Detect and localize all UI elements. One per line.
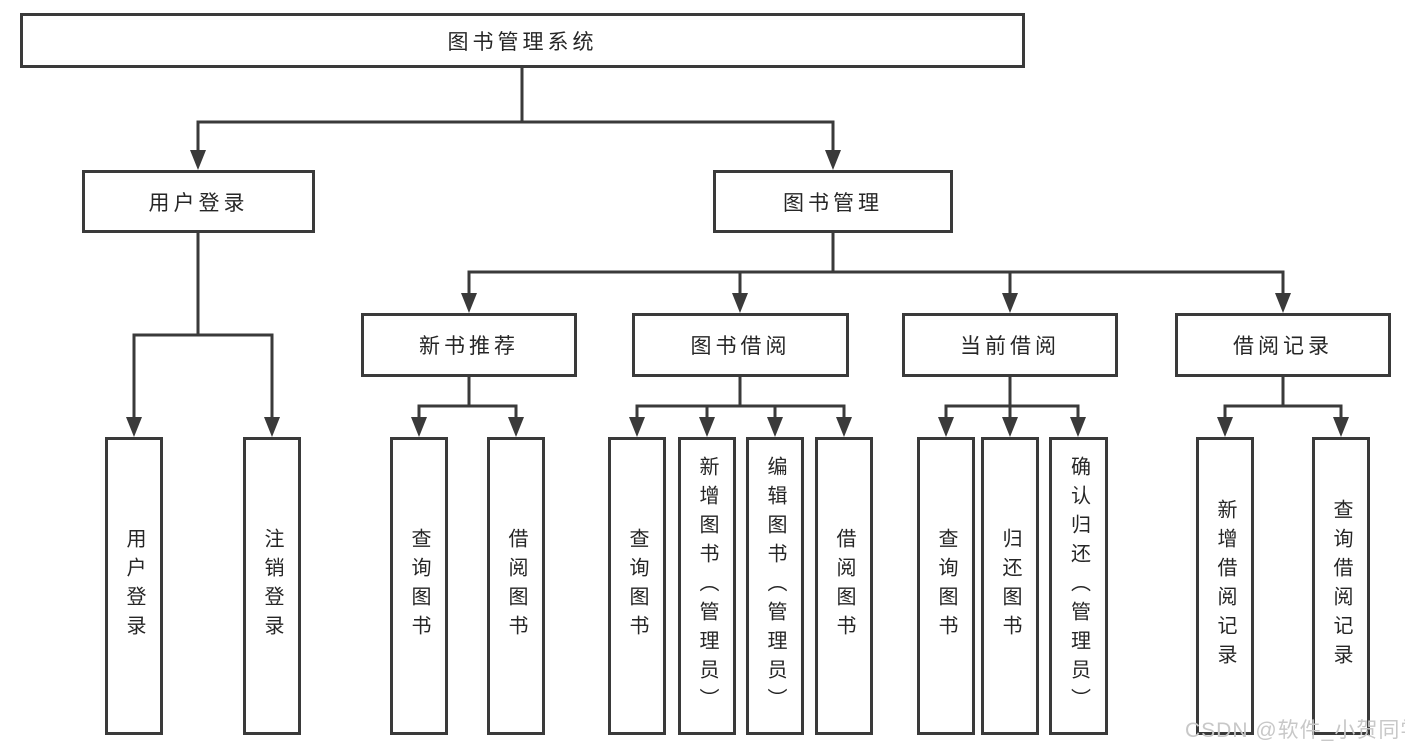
node-label: 图书管理系统 <box>447 30 598 54</box>
node-current-borrow: 当前借阅 <box>902 313 1118 377</box>
node-new-book-recommend: 新书推荐 <box>361 313 577 377</box>
leaf-current-confirm-return: 确认归还（管理员） <box>1049 437 1108 735</box>
node-label: 编辑图书（管理员） <box>764 455 786 717</box>
node-label: 图书管理 <box>783 191 883 215</box>
node-book-borrow: 图书借阅 <box>632 313 849 377</box>
node-book-management: 图书管理 <box>713 170 953 233</box>
leaf-borrow-edit-book: 编辑图书（管理员） <box>746 437 804 735</box>
node-book-management-system: 图书管理系统 <box>20 13 1025 68</box>
leaf-current-query-book: 查询图书 <box>917 437 975 735</box>
node-borrow-record: 借阅记录 <box>1175 313 1391 377</box>
leaf-user-login: 用户登录 <box>105 437 163 735</box>
connector-book-management-to-branches <box>467 231 1285 297</box>
leaf-record-query-record: 查询借阅记录 <box>1312 437 1370 735</box>
node-label: 借阅记录 <box>1233 335 1333 358</box>
node-label: 归还图书 <box>999 528 1021 644</box>
connector-user-login-to-children <box>132 231 274 421</box>
leaf-recommend-query-book: 查询图书 <box>390 437 448 735</box>
node-label: 查询图书 <box>408 528 430 644</box>
node-user-login: 用户登录 <box>82 170 315 233</box>
leaf-recommend-borrow-book: 借阅图书 <box>487 437 545 735</box>
node-label: 用户登录 <box>123 528 145 644</box>
node-label: 确认归还（管理员） <box>1067 455 1090 717</box>
arrowhead-icons <box>126 150 1349 437</box>
connector-lines <box>132 66 1343 421</box>
node-label: 查询图书 <box>626 528 648 644</box>
leaf-logout: 注销登录 <box>243 437 301 735</box>
node-label: 查询图书 <box>935 528 957 644</box>
leaf-borrow-add-book: 新增图书（管理员） <box>678 437 736 735</box>
node-label: 新书推荐 <box>419 335 519 358</box>
connector-current-borrow-to-children <box>944 375 1080 421</box>
csdn-watermark: CSDN @软件_小贺同学 <box>1185 719 1405 742</box>
leaf-borrow-query-book: 查询图书 <box>608 437 666 735</box>
node-label: 新增借阅记录 <box>1214 499 1236 673</box>
node-label: 借阅图书 <box>505 528 527 644</box>
leaf-current-return-book: 归还图书 <box>981 437 1039 735</box>
connector-book-borrow-to-children <box>635 375 846 421</box>
node-label: 图书借阅 <box>690 335 791 358</box>
node-label: 注销登录 <box>261 528 283 644</box>
connector-root-to-level2 <box>196 66 835 154</box>
node-label: 借阅图书 <box>833 528 855 644</box>
node-label: 新增图书（管理员） <box>696 455 718 717</box>
node-label: 用户登录 <box>148 191 249 215</box>
leaf-borrow-borrow-book: 借阅图书 <box>815 437 873 735</box>
connector-new-book-recommend-to-children <box>417 375 518 421</box>
leaf-record-add-record: 新增借阅记录 <box>1196 437 1254 735</box>
node-label: 查询借阅记录 <box>1330 499 1352 673</box>
connector-borrow-record-to-children <box>1223 375 1343 421</box>
node-label: 当前借阅 <box>960 335 1060 358</box>
